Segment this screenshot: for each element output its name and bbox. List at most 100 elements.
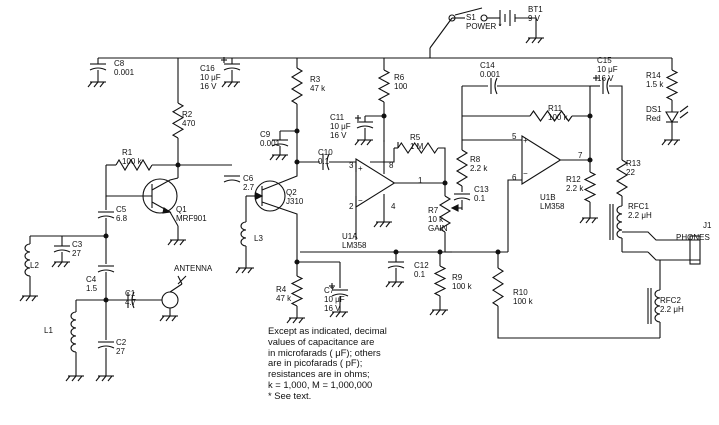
r4-symbol [290, 275, 304, 307]
ground-icon [275, 154, 281, 161]
component-ref-c3: C3 [72, 240, 83, 249]
junction-dot [381, 113, 387, 119]
r13-symbol [615, 159, 629, 197]
component-ref-r3: R3 [310, 75, 321, 84]
ground-icon [366, 139, 372, 146]
component-value-r12: 2.2 k [566, 184, 584, 193]
r7-symbol [438, 195, 452, 233]
component-value-r2: 470 [182, 119, 196, 128]
ground-icon [101, 375, 107, 382]
rfc1-coil [616, 205, 623, 239]
ground-icon [31, 295, 37, 302]
label-opamp-minus-a: − [358, 196, 363, 205]
c1-symbol [131, 291, 135, 309]
ground-icon [227, 81, 233, 88]
q1-emitter-arrow [162, 207, 172, 214]
ground-icon [329, 311, 335, 318]
component-ref-r13: R13 [626, 159, 641, 168]
r14-symbol [665, 69, 679, 101]
ground-icon [241, 267, 247, 274]
component-value-r7: GAIN [428, 224, 448, 233]
component-value-r14: 1.5 k [646, 80, 664, 89]
component-ref-r5: R5 [410, 133, 421, 142]
component-value-r13: 22 [626, 168, 635, 177]
component-value-c7: 10 μF [324, 295, 345, 304]
r10-lead [497, 306, 520, 339]
ground-icon [107, 375, 113, 382]
component-ref-c2: C2 [116, 338, 127, 347]
ground-icon [25, 295, 31, 302]
component-ref-u1a: U1A [342, 232, 358, 241]
ground-icon [673, 139, 679, 146]
component-value-c10: 0.1 [318, 157, 330, 166]
switch-contact [480, 14, 488, 22]
component-ref-rfc2: RFC2 [660, 296, 681, 305]
r10-symbol [491, 267, 505, 307]
component-ref-rfc1: RFC1 [628, 202, 649, 211]
ground-icon [354, 139, 360, 146]
ground-icon [57, 261, 63, 268]
ground-icon [292, 317, 298, 324]
label-pin8: 8 [389, 161, 394, 170]
component-value-c2: 27 [116, 347, 125, 356]
ground-icon [286, 317, 292, 324]
r9-symbol [433, 265, 447, 297]
label-antenna: ANTENNA [174, 264, 213, 273]
component-ref-r6: R6 [394, 73, 405, 82]
component-ref-c6: C6 [243, 174, 254, 183]
component-ref-c12: C12 [414, 261, 429, 270]
component-value-r6: 100 [394, 82, 408, 91]
ground-icon [51, 261, 57, 268]
label-opamp-plus-b: + [523, 136, 528, 145]
ground-icon [19, 295, 25, 302]
component-ref-r10: R10 [513, 288, 528, 297]
r12-symbol [583, 171, 597, 203]
ground-icon [537, 37, 543, 44]
component-label-l2: L2 [30, 261, 39, 270]
ground-icon [77, 375, 83, 382]
component-value-note: Except as indicated, decimal values of c… [268, 325, 468, 402]
component-value-r11: 100 k [548, 113, 569, 122]
ground-icon [385, 281, 391, 288]
c14-symbol [494, 77, 498, 95]
ground-icon [661, 139, 667, 146]
component-value-r10: 100 k [513, 297, 534, 306]
ground-icon [281, 154, 287, 161]
component-value-q1: MRF901 [176, 214, 207, 223]
ground-icon [65, 375, 71, 382]
ds1-led-icon [665, 111, 679, 124]
component-value-c16: 16 V [200, 82, 217, 91]
component-value-rfc2: 2.2 μH [660, 305, 684, 314]
ground-icon [298, 317, 304, 324]
component-value-c15: 10 μF [597, 65, 618, 74]
l1-coil [70, 311, 77, 353]
r3-symbol [290, 67, 304, 105]
ground-icon [71, 375, 77, 382]
component-ref-ds1: DS1 [646, 105, 662, 114]
component-value-c9: 0.001 [260, 139, 281, 148]
r5-lead [438, 147, 446, 183]
c3-symbol [53, 249, 71, 253]
component-value-rfc1: 2.2 μH [628, 211, 652, 220]
ground-icon [171, 315, 177, 322]
antenna-whip [177, 275, 187, 285]
ground-icon [235, 267, 241, 274]
ground-icon [397, 281, 403, 288]
component-value-q2: J310 [286, 197, 304, 206]
ground-icon [379, 221, 385, 228]
ground-icon [441, 309, 447, 316]
label-pin7: 7 [578, 151, 583, 160]
label-pin6: 6 [512, 173, 517, 182]
